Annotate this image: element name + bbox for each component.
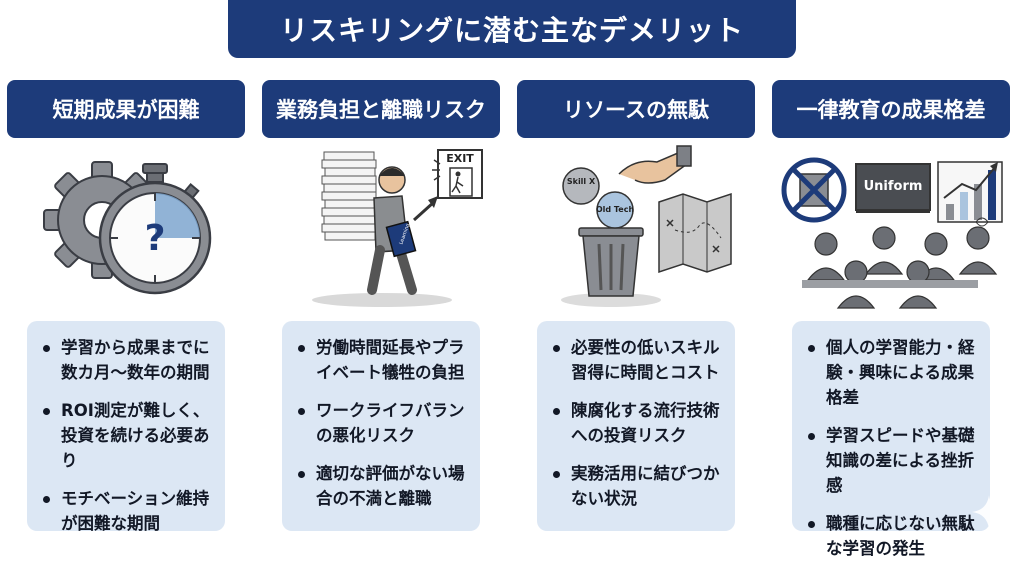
column-header-uniform-education: 一律教育の成果格差 <box>772 80 1010 138</box>
card-workload: 労働時間延長やプライベート犠牲の負担 ワークライフバランの悪化リスク 適切な評価… <box>282 321 480 531</box>
list-item: 学習スピードや基礎知識の差による挫折感 <box>806 423 980 498</box>
column-header-resources: リソースの無駄 <box>517 80 755 138</box>
list-item: ワークライフバランの悪化リスク <box>296 398 470 448</box>
gear-stopwatch-question-icon: ? <box>43 161 212 295</box>
list-item: ROI測定が難しく、投資を続ける必要あり <box>41 398 215 473</box>
board-label: Uniform <box>864 179 923 194</box>
sparkle-icon <box>972 495 1006 529</box>
skill-x-label: Skill X <box>567 177 596 186</box>
card-resources: 必要性の低いスキル習得に時間とコスト 陳腐化する流行技術への投資リスク 実務活用… <box>537 321 735 531</box>
list-item: 個人の学習能力・経験・興味による成果格差 <box>806 335 980 410</box>
page-title: リスキリングに潜む主なデメリット <box>228 0 796 58</box>
list-item: 実務活用に結びつかない状況 <box>551 461 725 511</box>
column-header-workload: 業務負担と離職リスク <box>262 80 500 138</box>
list-item: 職種に応じない無駄な学習の発生 <box>806 511 980 561</box>
list-item: モチベーション維持が困難な期間 <box>41 486 215 536</box>
list-item: 学習から成果までに数カ月〜数年の期間 <box>41 335 215 385</box>
column-header-short-term: 短期成果が困難 <box>7 80 245 138</box>
list-item: 労働時間延長やプライベート犠牲の負担 <box>296 335 470 385</box>
card-uniform-education: 個人の学習能力・経験・興味による成果格差 学習スピードや基礎知識の差による挫折感… <box>792 321 990 558</box>
exit-sign-label: EXIT <box>446 152 474 165</box>
old-tech-label: Old Tech <box>596 205 635 214</box>
svg-text:?: ? <box>145 218 166 259</box>
classroom-uniform-icon: Uniform <box>781 157 1003 309</box>
list-item: 必要性の低いスキル習得に時間とコスト <box>551 335 725 385</box>
trash-can-old-skills-icon: Skill X Old Tech <box>561 145 732 307</box>
overloaded-worker-exit-icon: Learning EXIT <box>312 149 483 307</box>
list-item: 適切な評価がない場合の不満と離職 <box>296 461 470 511</box>
list-item: 陳腐化する流行技術への投資リスク <box>551 398 725 448</box>
card-short-term: 学習から成果までに数カ月〜数年の期間 ROI測定が難しく、投資を続ける必要あり … <box>27 321 225 533</box>
